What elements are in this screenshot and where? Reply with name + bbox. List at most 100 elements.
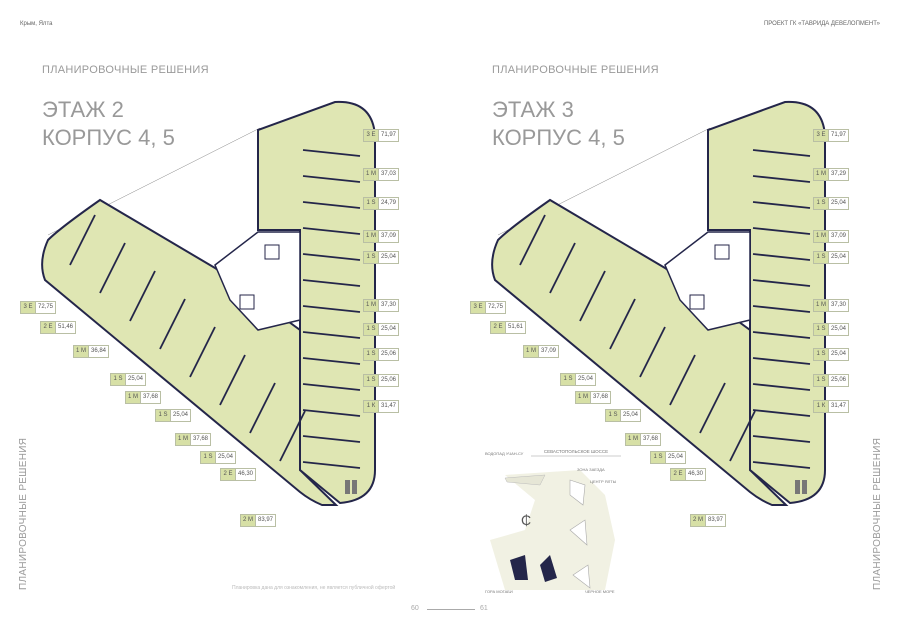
apartment-area: 37,09 <box>830 233 846 239</box>
section-title-left: ПЛАНИРОВОЧНЫЕ РЕШЕНИЯ <box>42 64 209 76</box>
apartment-area: 71,97 <box>380 132 396 138</box>
map-mountain: ГОРА МОГАБИ <box>485 589 513 594</box>
apartment-type: 1 S <box>814 252 829 263</box>
apartment-area: 31,47 <box>380 403 396 409</box>
apartment-area: 37,68 <box>192 436 208 442</box>
apartment-type: 3 Е <box>364 130 379 141</box>
apartment-type: 1 М <box>364 169 379 180</box>
building-4-highlight <box>540 555 557 582</box>
apartment-type: 1 S <box>814 324 829 335</box>
apartment-type: 1 М <box>176 434 191 445</box>
floor-title-right: ЭТАЖ 3 КОРПУС 4, 5 <box>492 96 625 152</box>
apartment-area: 25,04 <box>830 254 846 260</box>
page-number-left: 60 <box>411 605 419 612</box>
apartment-area: 83,97 <box>707 517 723 523</box>
apartment-area: 25,04 <box>830 351 846 357</box>
floor-number: ЭТАЖ 3 <box>492 97 574 122</box>
apartment-area: 72,75 <box>487 304 503 310</box>
apartment-type: 1 S <box>606 410 621 421</box>
apartment-type: 1 М <box>74 346 89 357</box>
apartment-area: 51,46 <box>57 324 73 330</box>
building-number: КОРПУС 4, 5 <box>42 125 175 150</box>
apartment-area: 46,30 <box>687 471 703 477</box>
apartment-type: 3 Е <box>21 302 36 313</box>
apartment-type: 1 М <box>524 346 539 357</box>
apartment-type: 1 К <box>364 401 379 412</box>
apartment-type: 1 S <box>201 452 216 463</box>
apartment-type: 1 К <box>814 401 829 412</box>
apartment-area: 25,04 <box>380 326 396 332</box>
apartment-type: 2 М <box>241 515 256 526</box>
apartment-area: 25,04 <box>577 376 593 382</box>
apartment-area: 25,04 <box>830 326 846 332</box>
apartment-area: 72,75 <box>37 304 53 310</box>
apartment-area: 25,04 <box>380 254 396 260</box>
apartment-type: 1 М <box>364 300 379 311</box>
apartment-type: 2 Е <box>491 322 506 333</box>
apartment-type: 1 S <box>814 198 829 209</box>
site-map: СЕВАСТОПОЛЬСКОЕ ШОССЕ ВОДОПАД УЧАН-СУ ЗО… <box>485 449 621 594</box>
building-number: КОРПУС 4, 5 <box>492 125 625 150</box>
page-divider <box>427 609 475 610</box>
apartment-area: 51,61 <box>507 324 523 330</box>
apartment-type: 2 Е <box>221 469 236 480</box>
apartment-area: 37,68 <box>592 394 608 400</box>
floor-title-left: ЭТАЖ 2 КОРПУС 4, 5 <box>42 96 175 152</box>
apartment-type: 1 S <box>814 375 829 386</box>
map-entry: ЗОНА ЗАЕЗДА <box>577 467 605 472</box>
apartment-area: 25,06 <box>380 351 396 357</box>
map-road: СЕВАСТОПОЛЬСКОЕ ШОССЕ <box>544 449 608 454</box>
apartment-type: 1 S <box>651 452 666 463</box>
apartment-area: 37,30 <box>830 302 846 308</box>
apartment-type: 1 М <box>814 231 829 242</box>
floor-number: ЭТАЖ 2 <box>42 97 124 122</box>
apartment-type: 1 S <box>364 198 379 209</box>
apartment-area: 37,29 <box>830 171 846 177</box>
disclaimer: Планировка дана для ознакомления, не явл… <box>232 585 396 591</box>
apartment-type: 3 Е <box>814 130 829 141</box>
apartment-area: 25,04 <box>172 412 188 418</box>
map-sea: ЧЕРНОЕ МОРЕ <box>585 589 615 594</box>
